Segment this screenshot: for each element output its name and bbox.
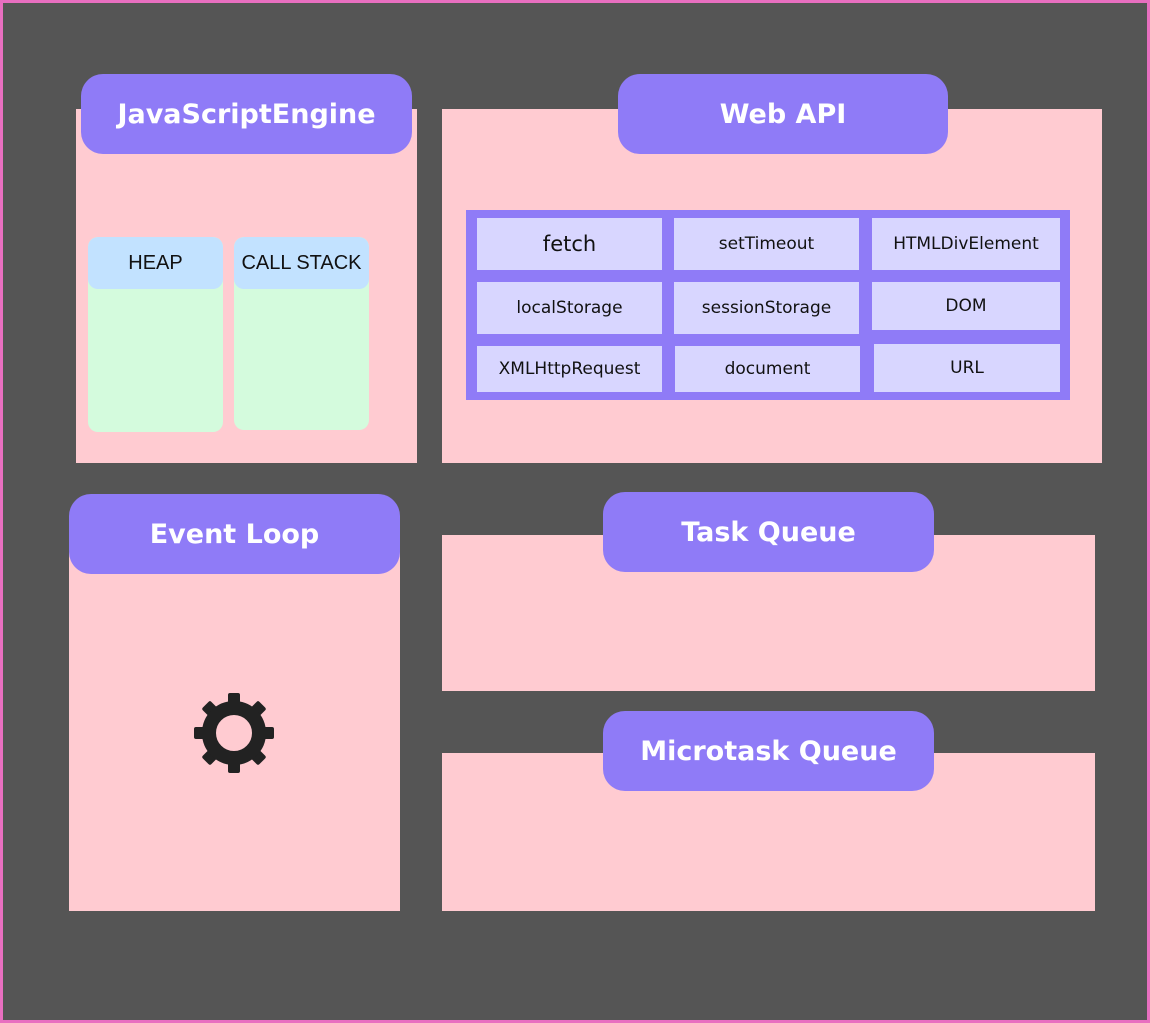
api-item-sessionstorage: sessionStorage — [674, 282, 859, 334]
call-stack-column: CALL STACK — [234, 237, 369, 430]
task-queue-title: Task Queue — [603, 492, 934, 572]
js-engine-title: JavaScriptEngine — [81, 74, 412, 154]
api-item-fetch: fetch — [477, 218, 662, 270]
call-stack-label: CALL STACK — [234, 237, 369, 289]
api-item-xmlhttprequest: XMLHttpRequest — [477, 346, 662, 392]
api-item-htmldivelement: HTMLDivElement — [872, 218, 1060, 270]
web-api-title: Web API — [618, 74, 948, 154]
web-api-grid: fetch setTimeout HTMLDivElement localSto… — [466, 210, 1070, 400]
api-item-url: URL — [874, 344, 1060, 392]
api-item-settimeout: setTimeout — [674, 218, 859, 270]
api-item-localstorage: localStorage — [477, 282, 662, 334]
gear-icon — [194, 693, 274, 773]
api-item-document: document — [675, 346, 860, 392]
heap-label: HEAP — [88, 237, 223, 289]
heap-column: HEAP — [88, 237, 223, 432]
microtask-queue-title: Microtask Queue — [603, 711, 934, 791]
event-loop-title: Event Loop — [69, 494, 400, 574]
api-item-dom: DOM — [872, 282, 1060, 330]
event-loop-panel — [69, 533, 400, 911]
